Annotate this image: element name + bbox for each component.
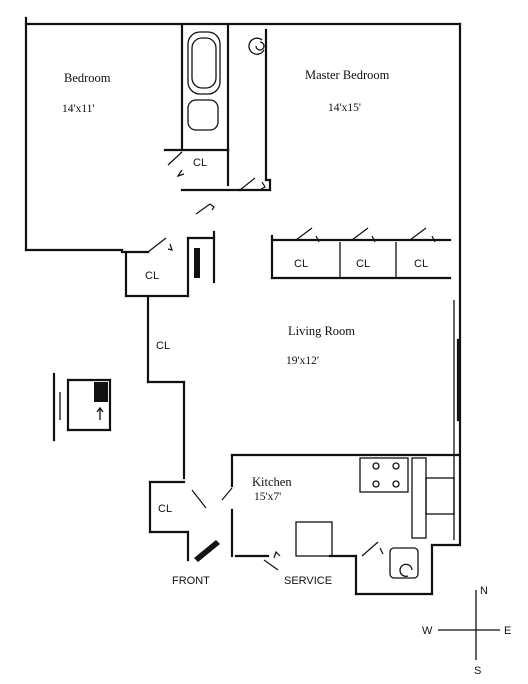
closet-label-hall: CL bbox=[145, 270, 159, 282]
living-room-windows bbox=[453, 300, 460, 540]
living-room-dims: 19'x12' bbox=[286, 355, 319, 367]
outer-walls bbox=[24, 16, 462, 547]
living-room-name: Living Room bbox=[288, 324, 355, 338]
closet-label-master-3: CL bbox=[414, 258, 428, 270]
counter bbox=[411, 457, 427, 539]
service-sink bbox=[389, 547, 419, 579]
closet-label-bath: CL bbox=[193, 157, 207, 169]
compass: N S E W bbox=[422, 585, 511, 677]
kitchen bbox=[230, 453, 460, 596]
service-entrance-label: SERVICE bbox=[284, 575, 332, 587]
closet-label-master-2: CL bbox=[356, 258, 370, 270]
compass-east: E bbox=[504, 625, 511, 637]
front-door bbox=[194, 540, 220, 562]
master-bedroom-dims: 14'x15' bbox=[328, 102, 361, 114]
kitchen-name: Kitchen bbox=[252, 475, 292, 489]
bedroom-walls bbox=[163, 148, 242, 192]
compass-south: S bbox=[474, 665, 481, 677]
kitchen-table bbox=[295, 521, 333, 557]
bathtub bbox=[187, 31, 221, 95]
front-entrance-label: FRONT bbox=[172, 575, 210, 587]
service-toilet bbox=[399, 563, 413, 577]
corridor-closet bbox=[146, 296, 186, 480]
stair-inset bbox=[52, 372, 112, 442]
toilet bbox=[248, 37, 265, 55]
hall-closet-door-leaf bbox=[194, 248, 200, 278]
master-closets bbox=[270, 227, 452, 280]
bathroom bbox=[180, 24, 268, 182]
bedroom-dims: 14'x11' bbox=[62, 103, 94, 115]
stove bbox=[359, 457, 409, 493]
closet-label-master-1: CL bbox=[294, 258, 308, 270]
entry-closet bbox=[148, 480, 234, 562]
closet-label-entry: CL bbox=[158, 503, 172, 515]
closet-label-corridor: CL bbox=[156, 340, 170, 352]
refrigerator bbox=[425, 477, 455, 515]
master-bedroom-name: Master Bedroom bbox=[305, 68, 390, 82]
hall-closet bbox=[120, 230, 216, 298]
kitchen-dims: 15'x7' bbox=[254, 491, 281, 503]
bedroom-name: Bedroom bbox=[64, 71, 111, 85]
master-bedroom-walls bbox=[195, 177, 272, 215]
bathroom-sink bbox=[187, 99, 219, 131]
compass-west: W bbox=[422, 625, 433, 637]
compass-north: N bbox=[480, 585, 488, 597]
